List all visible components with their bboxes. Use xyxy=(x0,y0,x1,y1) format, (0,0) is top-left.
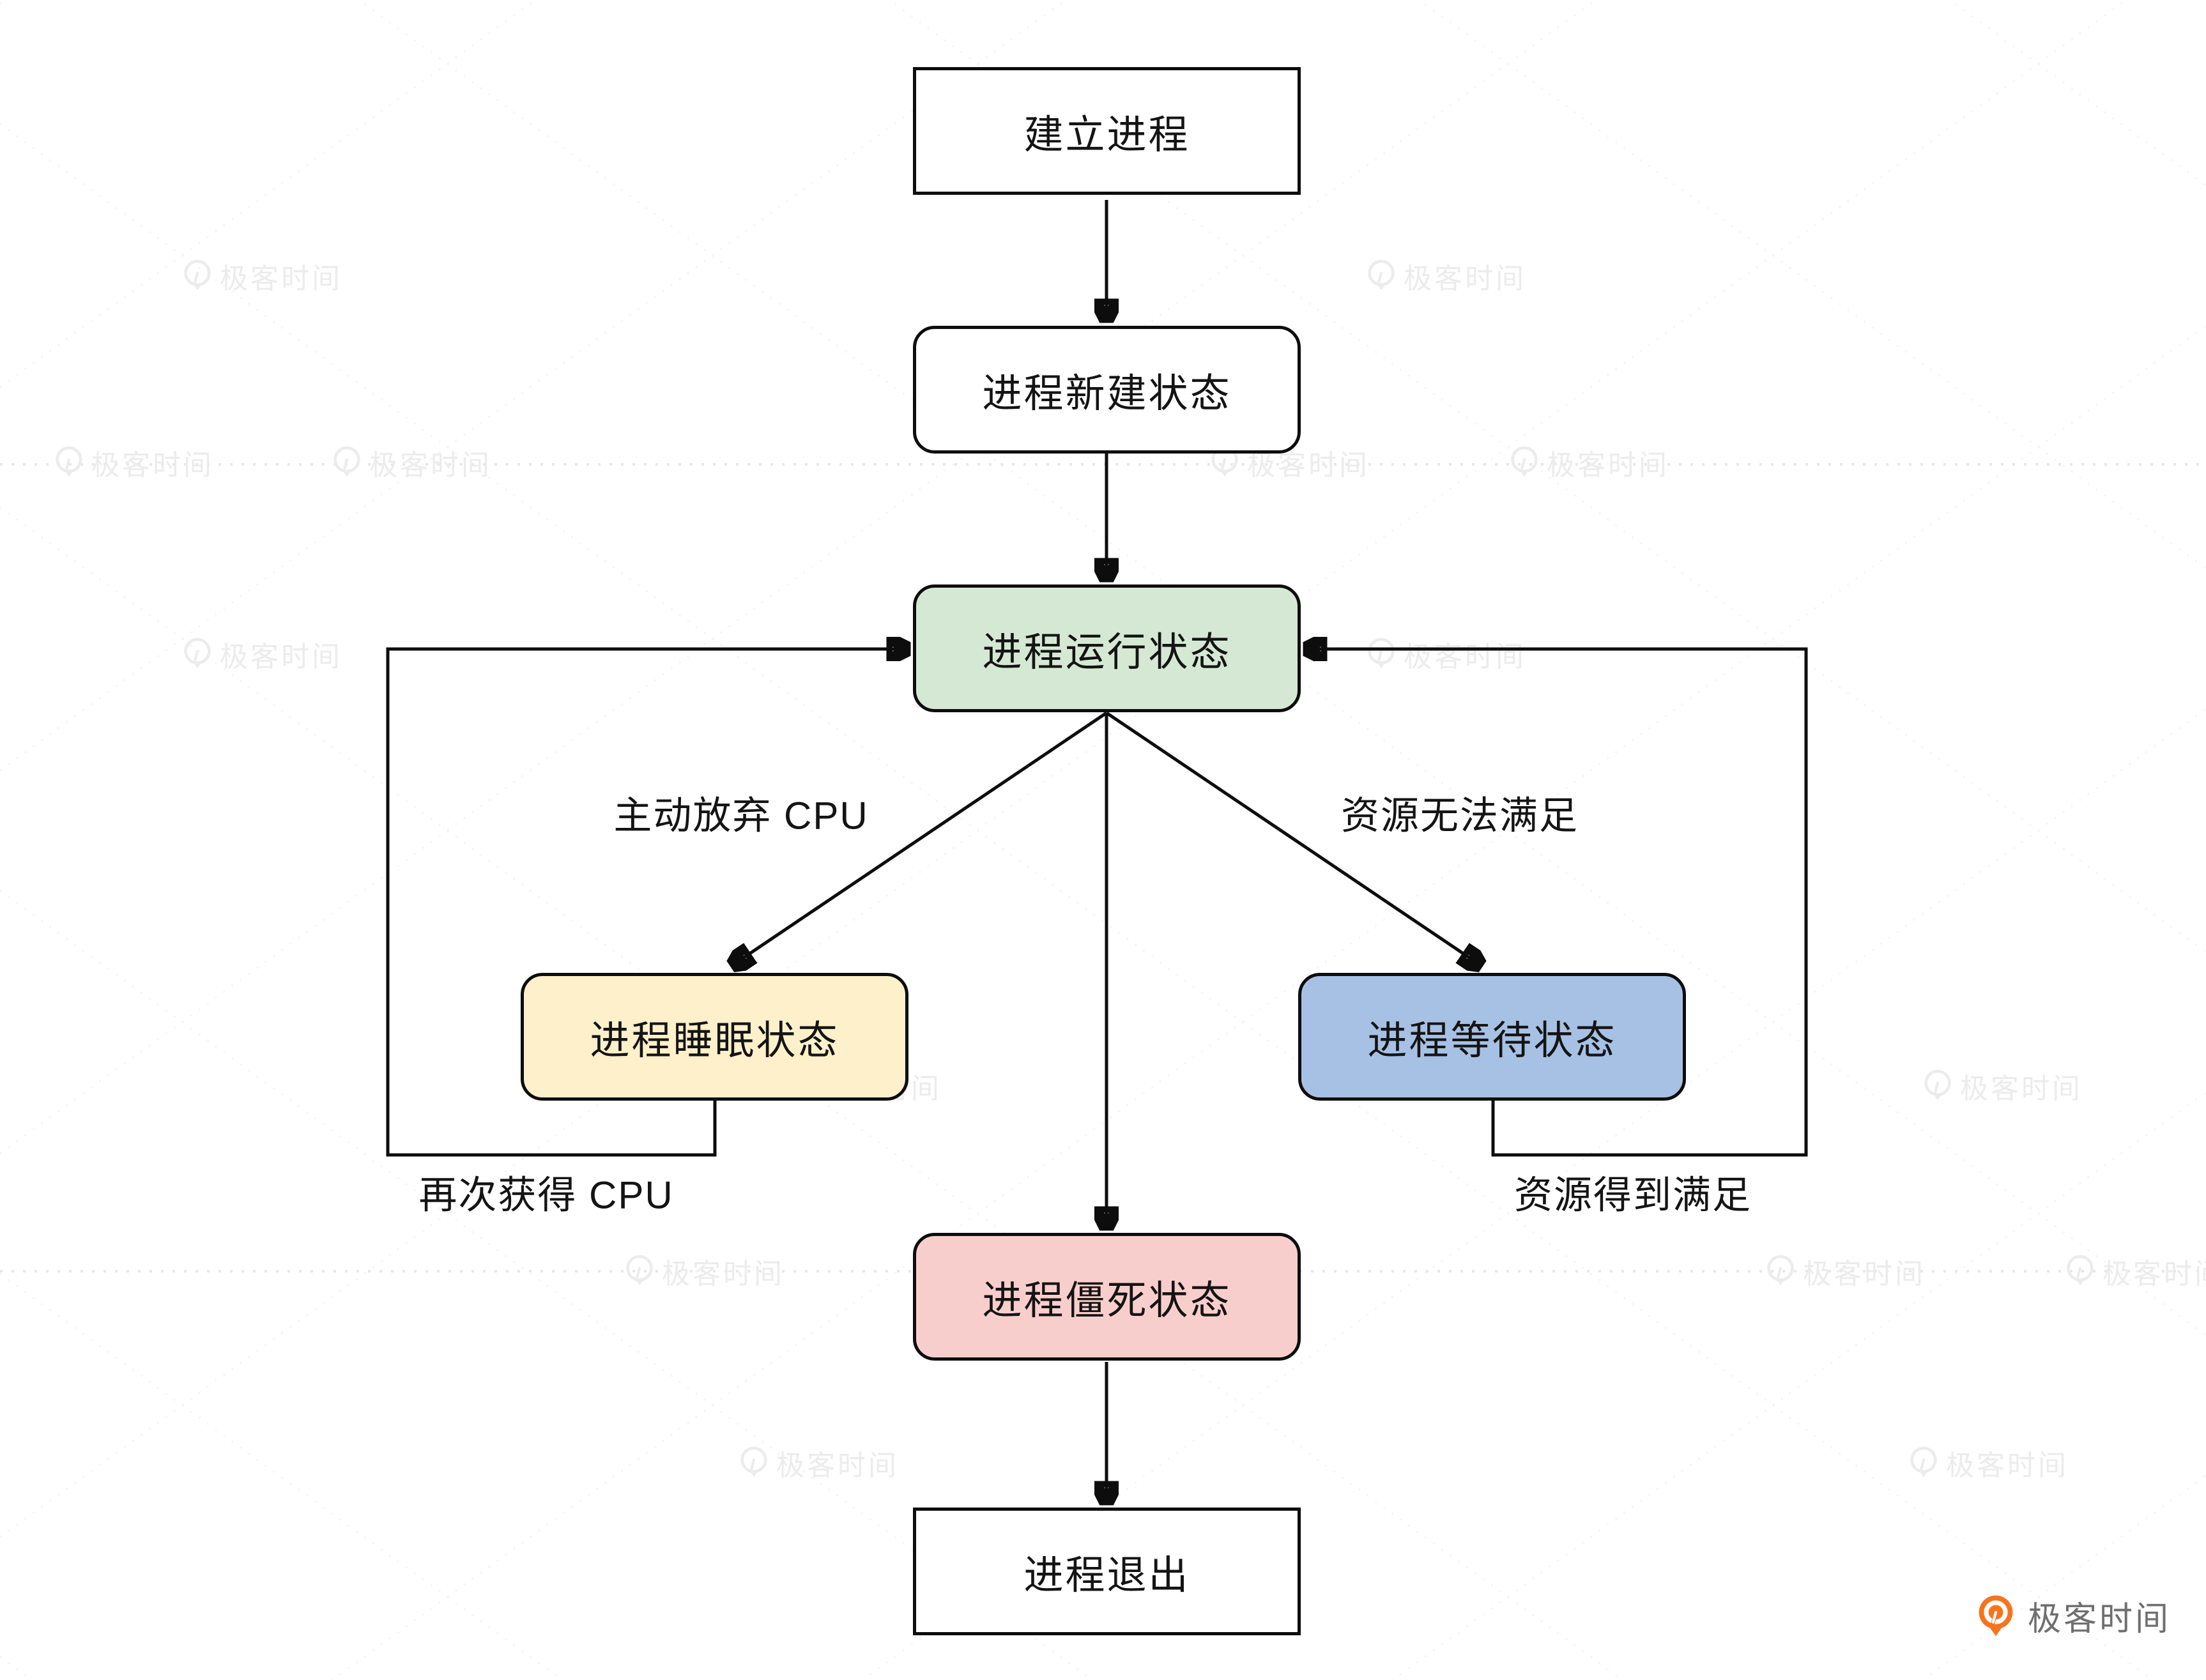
watermark: 极客时间 xyxy=(1510,442,1669,483)
node-create-process: 建立进程 xyxy=(913,67,1301,195)
geektime-brand-text: 极客时间 xyxy=(2028,1601,2172,1638)
watermark: 极客时间 xyxy=(183,634,342,675)
watermark: 极客时间 xyxy=(1923,1065,2083,1106)
watermark: 极客时间 xyxy=(2065,1251,2206,1292)
node-running-state: 进程运行状态 xyxy=(913,584,1301,712)
edge-label-give-up-cpu: 主动放弃 CPU xyxy=(613,794,869,837)
node-wait-state: 进程等待状态 xyxy=(1298,973,1686,1101)
edge-wait-to-running-loop xyxy=(1306,649,1808,1157)
node-exit-process: 进程退出 xyxy=(913,1508,1301,1635)
watermark: 极客时间 xyxy=(332,442,492,483)
watermark: 极客时间 xyxy=(625,1251,785,1292)
geektime-logo-icon xyxy=(1979,1595,2013,1636)
watermark: 极客时间 xyxy=(1367,634,1526,675)
node-new-state: 进程新建状态 xyxy=(913,326,1301,454)
edge-label-resource-met: 资源得到满足 xyxy=(1514,1173,1752,1217)
watermark: 极客时间 xyxy=(1210,442,1370,483)
watermark: 极客时间 xyxy=(183,256,342,296)
node-sleep-state: 进程睡眠状态 xyxy=(521,973,908,1101)
watermark: 极客时间 xyxy=(1367,256,1526,296)
watermark: 极客时间 xyxy=(1909,1442,2069,1483)
node-zombie-state: 进程僵死状态 xyxy=(913,1233,1301,1361)
edge-sleep-to-running-loop xyxy=(386,649,907,1157)
watermark: 极客时间 xyxy=(739,1442,899,1483)
edge-label-resource-unmet: 资源无法满足 xyxy=(1341,794,1579,837)
edge-label-regain-cpu: 再次获得 CPU xyxy=(418,1173,674,1217)
watermark: 极客时间 xyxy=(1766,1251,1926,1292)
geektime-brand: 极客时间 xyxy=(1977,1592,2171,1640)
edge-running-to-sleep xyxy=(733,711,1108,965)
watermark: 极客时间 xyxy=(54,442,214,483)
edge-running-to-wait xyxy=(1105,711,1480,965)
